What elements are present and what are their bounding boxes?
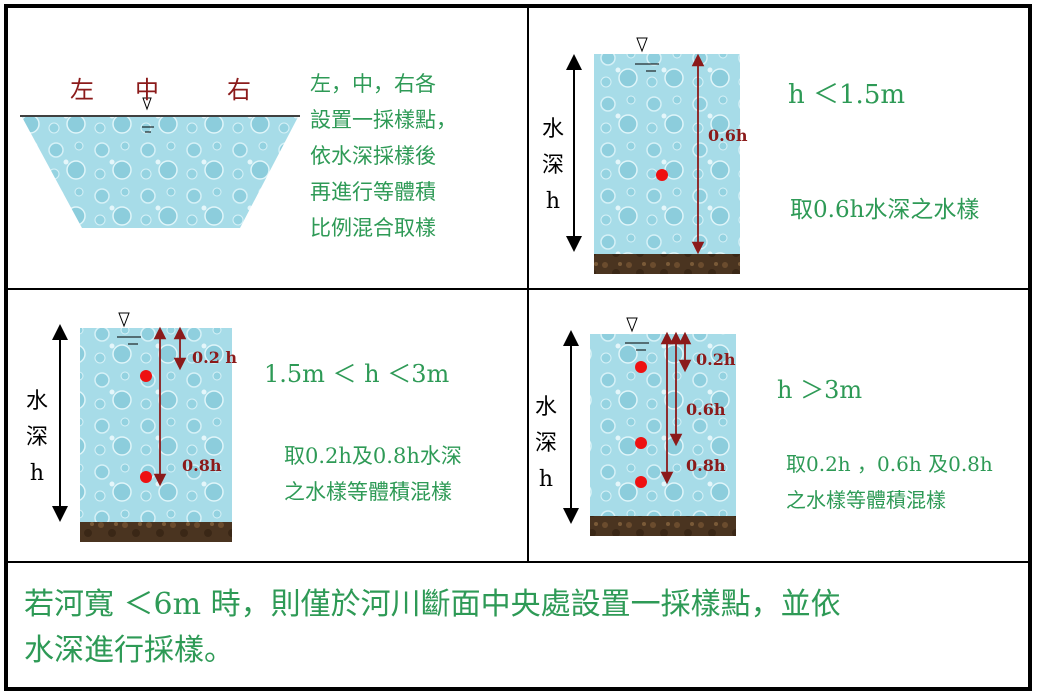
label-middle: 中 <box>135 76 159 104</box>
depth-axis-label-3: 水 深 h <box>22 384 52 492</box>
axis-char: 水 <box>541 117 564 142</box>
water-surface-marker-2 <box>635 37 659 72</box>
sample-point-4-bottom <box>635 476 647 488</box>
water-surface-marker <box>142 97 154 133</box>
axis-char: 深 <box>541 153 564 178</box>
instruction-line: 取0.2h ，0.6h 及0.8h <box>786 452 993 476</box>
sediment-3 <box>80 522 232 542</box>
axis-char: 深 <box>534 431 557 456</box>
axis-char: 水 <box>25 389 48 414</box>
river-cross-section <box>20 115 300 228</box>
instruction-2: 取0.6h水深之水樣 <box>790 197 980 223</box>
label-right: 右 <box>227 76 251 104</box>
axis-char: h <box>538 467 554 492</box>
desc-line: 設置一採樣點， <box>310 108 457 132</box>
footer-line: 若河寬 ＜6m 時，則僅於河川斷面中央處設置一採樣點，並依 <box>24 587 841 622</box>
water-surface-marker-3 <box>117 312 141 345</box>
desc-line: 依水深採樣後 <box>310 144 436 168</box>
divider-horizontal-1 <box>8 288 1032 290</box>
depth-label-0.2h-4: 0.2h <box>696 350 736 369</box>
depth-label-0.6h-4: 0.6h <box>686 400 726 419</box>
sample-point-4-middle <box>635 437 647 449</box>
diagram-frame <box>4 4 1032 691</box>
water-surface-marker-4 <box>625 317 649 351</box>
footer-line: 水深進行採樣。 <box>24 633 234 668</box>
desc-line: 比例混合取樣 <box>310 216 436 240</box>
axis-char: 深 <box>25 425 48 450</box>
footer-note: 若河寬 ＜6m 時，則僅於河川斷面中央處設置一採樣點，並依 水深進行採樣。 <box>24 582 841 674</box>
condition-3: 1.5m ＜ h ＜3m <box>264 360 450 388</box>
divider-vertical-top <box>527 8 529 290</box>
divider-vertical-bottom <box>527 290 529 562</box>
water-column-2 <box>594 54 740 254</box>
sample-point-3-lower <box>140 471 152 483</box>
instruction-3: 取0.2h及0.8h水深 之水樣等體積混樣 <box>284 438 462 510</box>
depth-label-0.6h-2: 0.6h <box>708 126 748 145</box>
sample-point-4-top <box>635 361 647 373</box>
depth-label-0.8h-3: 0.8h <box>182 456 222 475</box>
axis-char: h <box>29 461 45 486</box>
label-left: 左 <box>70 76 94 104</box>
axis-char: h <box>545 189 561 214</box>
instruction-4: 取0.2h ，0.6h 及0.8h 之水樣等體積混樣 <box>786 446 993 518</box>
condition-2: h ＜1.5m <box>788 80 906 110</box>
depth-label-0.2h-3: 0.2 h <box>192 348 238 367</box>
panel1-description: 左，中，右各 設置一採樣點， 依水深採樣後 再進行等體積 比例混合取樣 <box>310 66 457 246</box>
sediment-4 <box>590 516 736 536</box>
sediment-2 <box>594 254 740 274</box>
depth-axis-label-2: 水 深 h <box>538 112 568 220</box>
instruction-line: 之水樣等體積混樣 <box>284 480 452 504</box>
sample-point-2 <box>656 169 668 181</box>
depth-label-0.8h-4: 0.8h <box>686 456 726 475</box>
instruction-line: 之水樣等體積混樣 <box>786 488 946 512</box>
desc-line: 再進行等體積 <box>310 180 436 204</box>
depth-axis-label-4: 水 深 h <box>531 390 561 498</box>
sample-point-3-upper <box>140 370 152 382</box>
axis-char: 水 <box>534 395 557 420</box>
condition-4: h ＞3m <box>777 376 863 404</box>
instruction-line: 取0.2h及0.8h水深 <box>284 444 462 468</box>
divider-horizontal-2 <box>8 561 1032 563</box>
desc-line: 左，中，右各 <box>310 72 436 96</box>
